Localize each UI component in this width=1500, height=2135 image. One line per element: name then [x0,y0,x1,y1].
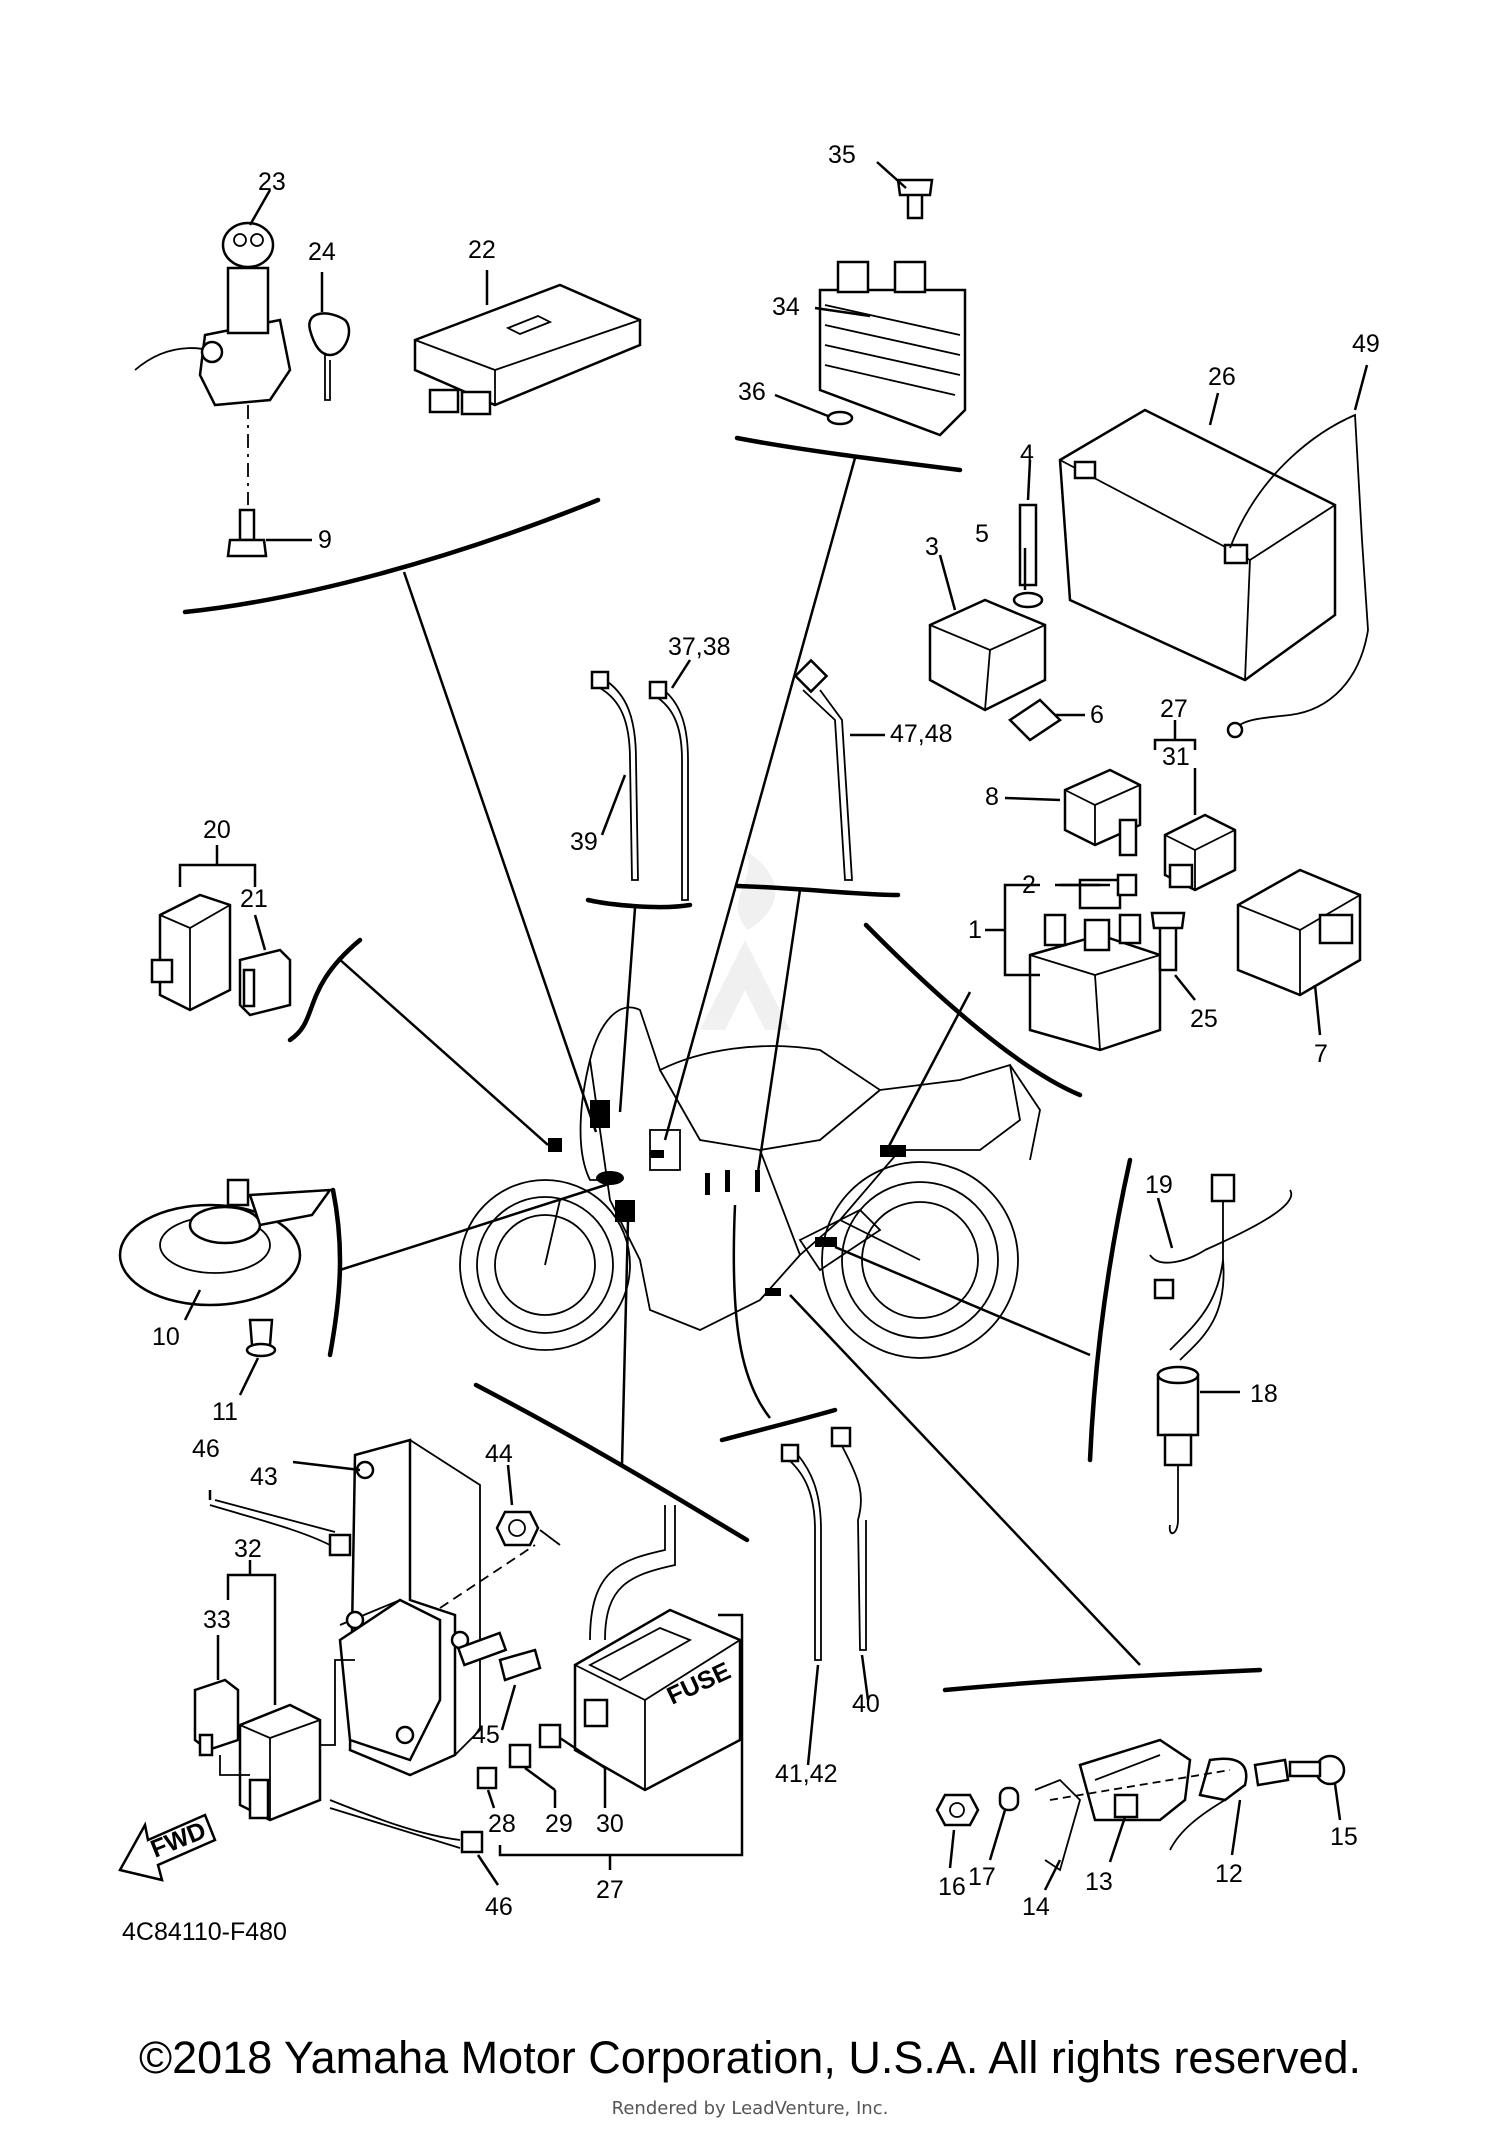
callout-14: 14 [1022,1893,1050,1921]
motorcycle-outline [459,1006,1041,1359]
callout-46-upper: 46 [192,1435,220,1463]
callout-12: 12 [1215,1860,1243,1888]
callout-47-48: 47,48 [890,720,953,748]
callout-34: 34 [772,293,800,321]
callout-labels: 1 2 3 4 5 6 7 8 9 10 11 12 13 14 15 16 1… [122,141,1380,1946]
callout-23: 23 [258,168,286,196]
forward-arrow-icon: FWD [118,1813,217,1882]
copyright-notice: ©2018 Yamaha Motor Corporation, U.S.A. A… [138,2032,1362,2083]
fuse-box-bracket [292,1438,536,1777]
battery [1058,364,1369,739]
location-markers [548,1100,906,1296]
relay-33 [193,1635,250,1776]
ecu-unit [413,270,642,416]
callout-13: 13 [1085,1868,1113,1896]
callout-43: 43 [250,1463,278,1491]
watermark-logo-icon [700,850,790,1030]
rectifier-regulator [774,161,967,437]
callout-11: 11 [212,1398,238,1426]
callout-17: 17 [968,1863,996,1891]
relay-20 [150,845,292,1017]
callout-7: 7 [1314,1040,1328,1068]
relay-7 [1236,868,1362,1036]
callout-27-lower: 27 [596,1876,624,1904]
callout-49: 49 [1352,330,1380,358]
relay-31 [1153,720,1237,892]
callout-21: 21 [240,885,268,913]
starter-relay [985,818,1196,1052]
callout-20: 20 [203,816,231,844]
callout-8: 8 [985,783,999,811]
callout-6: 6 [1090,701,1104,729]
callout-44: 44 [485,1440,513,1468]
callout-2: 2 [1022,871,1036,899]
parts-diagram: FUSE [118,141,1380,1946]
figure-code: 4C84110-F480 [122,1918,287,1946]
callout-39: 39 [570,828,598,856]
callout-30: 30 [596,1810,624,1838]
key-icon [308,272,351,401]
callout-33: 33 [203,1606,231,1634]
cable-ties-lower [780,1426,870,1766]
callout-22: 22 [468,236,496,264]
callout-1: 1 [968,916,982,944]
bolt-45 [456,1631,542,1731]
cable-ties-upper [590,658,885,901]
callout-19: 19 [1145,1171,1173,1199]
rendered-by-credit: Rendered by LeadVenture, Inc. [611,2098,889,2119]
fuse-28-29-30 [476,1613,744,1870]
callout-3: 3 [925,533,939,561]
callout-41-42: 41,42 [775,1760,838,1788]
callout-29: 29 [545,1810,573,1838]
callout-9: 9 [318,526,332,554]
main-switch-assembly [134,189,312,558]
callout-25: 25 [1190,1005,1218,1033]
wire-harness-46-upper [208,1490,352,1557]
callout-4: 4 [1020,440,1034,468]
callout-32: 32 [234,1535,262,1563]
callout-31: 31 [1162,743,1190,771]
horn [118,1178,333,1396]
starting-circuit-cutoff-relay [928,459,1085,742]
rear-brake-switch [1149,1173,1293,1534]
callout-5: 5 [975,520,989,548]
callout-24: 24 [308,238,336,266]
callout-27-upper: 27 [1160,695,1188,723]
callout-37-38: 37,38 [668,633,731,661]
callout-15: 15 [1330,1823,1358,1851]
callout-18: 18 [1250,1380,1278,1408]
group-leader-lines [337,457,1141,1666]
callout-35: 35 [828,141,856,169]
fuse-box: FUSE [573,1505,742,1792]
relay-32 [226,1560,355,1822]
callout-26: 26 [1208,363,1236,391]
nut-44 [495,1464,561,1547]
callout-28: 28 [488,1810,516,1838]
callout-45: 45 [472,1721,500,1749]
group-brackets [182,435,1263,1693]
callout-46-lower: 46 [485,1893,513,1921]
sidestand-switch-assembly [935,1738,1346,1891]
wire-harness-46-lower [329,1799,500,1886]
callout-10: 10 [152,1323,180,1351]
callout-40: 40 [852,1690,880,1718]
callout-36: 36 [738,378,766,406]
callout-16: 16 [938,1873,966,1901]
